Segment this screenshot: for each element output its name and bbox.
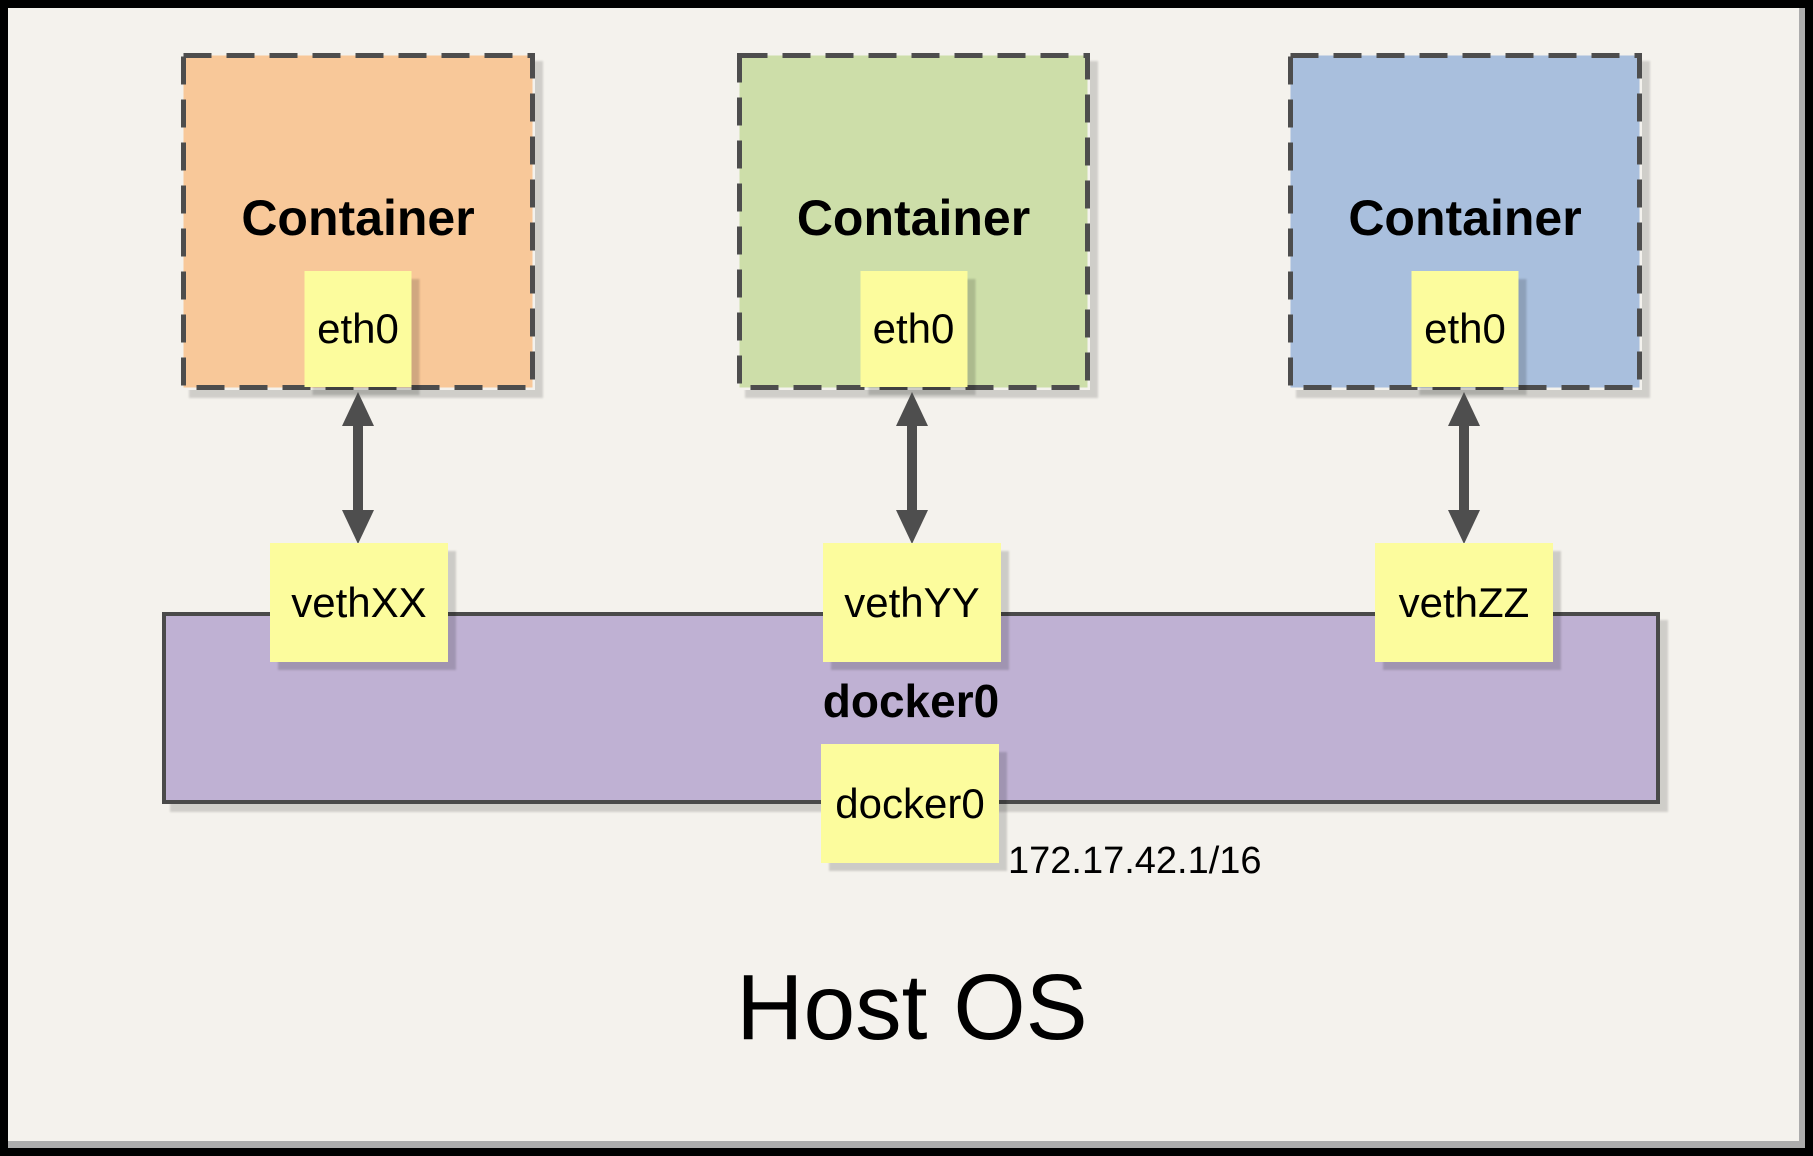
docker0-interface-label: docker0 (835, 779, 985, 827)
eth0-label: eth0 (1424, 305, 1506, 352)
double-arrow-icon (896, 392, 928, 544)
vethzz-label: vethZZ (1398, 578, 1530, 626)
vethyy-box: vethYY (823, 543, 1001, 662)
host-os-label: Host OS (736, 955, 1088, 1059)
eth0-interface-box: eth0 (860, 271, 967, 387)
container-title: Container (796, 190, 1031, 246)
container-title: Container (1348, 190, 1582, 246)
container-box-3: Container eth0 (1288, 53, 1642, 390)
eth0-label: eth0 (872, 305, 955, 352)
eth0-label: eth0 (317, 305, 399, 352)
container-title: Container (241, 190, 475, 246)
double-arrow-icon (1448, 392, 1480, 544)
vethxx-label: vethXX (291, 578, 427, 626)
vethzz-box: vethZZ (1375, 543, 1553, 662)
vethyy-label: vethYY (844, 578, 980, 626)
vethxx-box: vethXX (270, 543, 448, 662)
diagram-canvas: Container eth0 Container eth0 Container … (8, 8, 1805, 1148)
eth0-interface-box: eth0 (304, 271, 412, 387)
double-arrow-icon (342, 392, 374, 544)
eth0-interface-box: eth0 (1411, 271, 1519, 387)
docker0-interface-box: docker0 (821, 744, 999, 863)
container-box-1: Container eth0 (181, 53, 535, 390)
bridge-ip-label: 172.17.42.1/16 (1008, 840, 1262, 882)
docker0-bridge-label: docker0 (822, 675, 1000, 727)
container-box-2: Container eth0 (737, 53, 1090, 390)
